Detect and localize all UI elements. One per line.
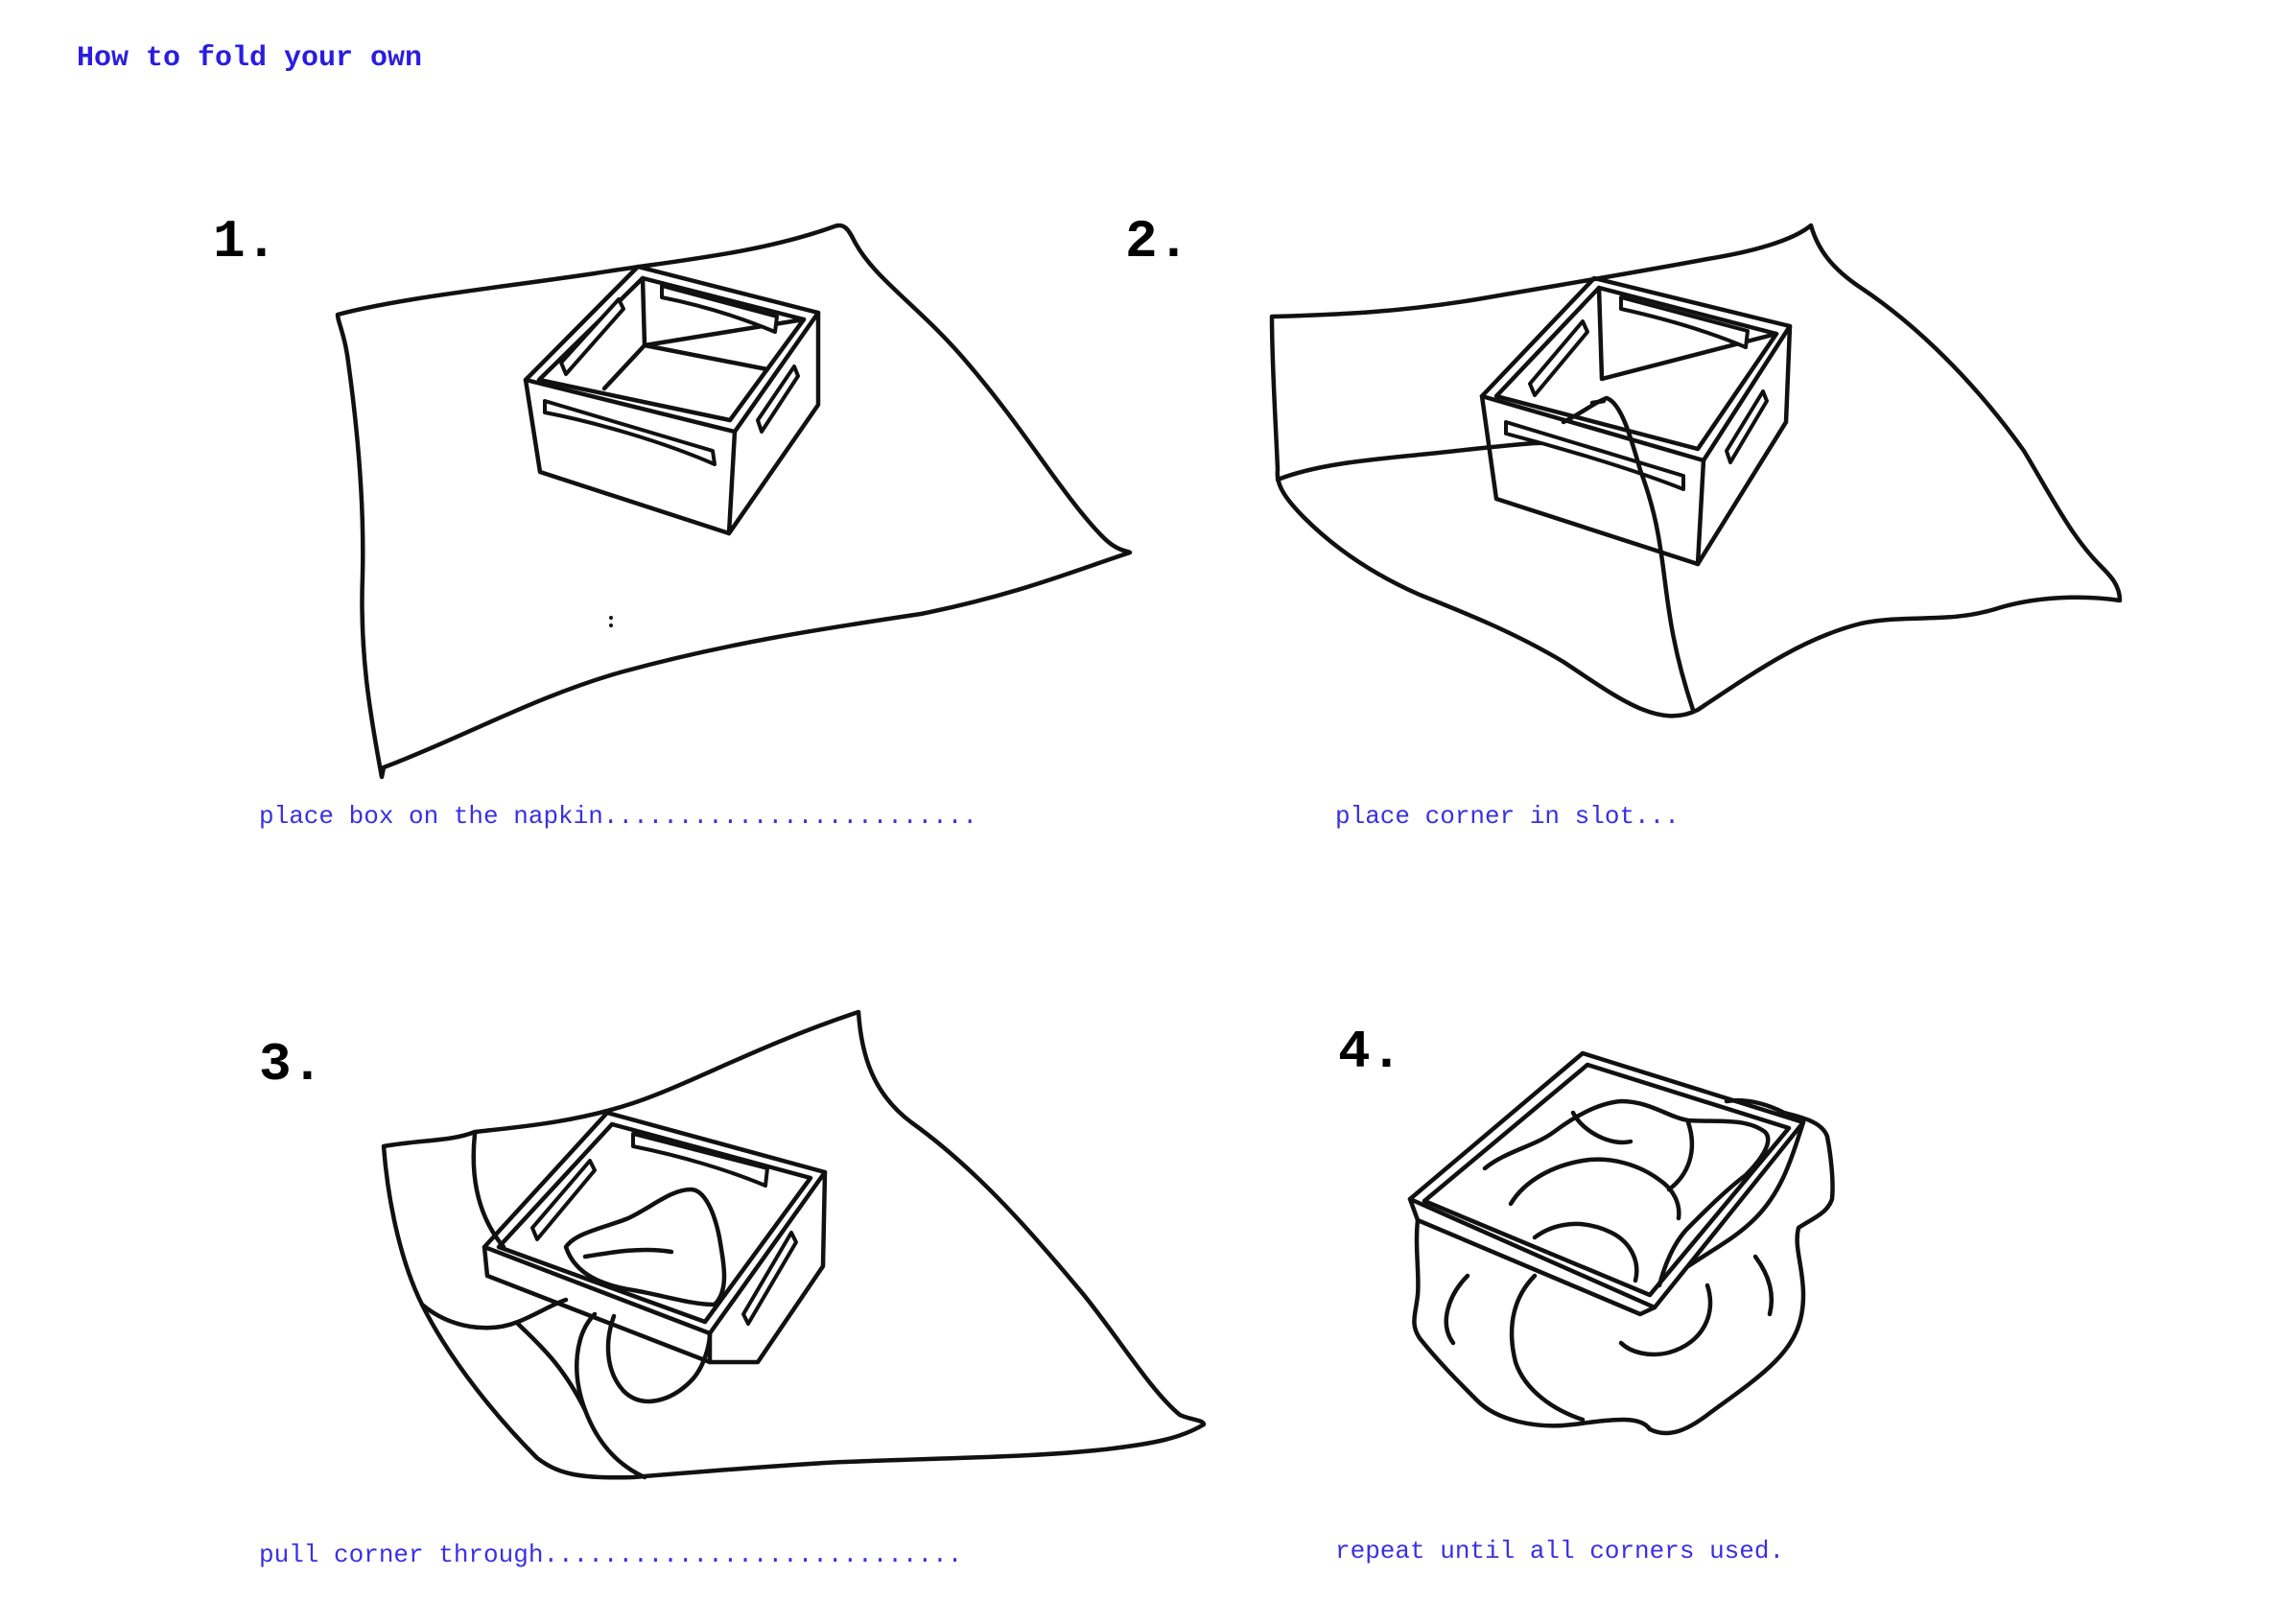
step-2-illustration: [1272, 225, 2120, 716]
step-1-illustration: [338, 225, 1130, 777]
step-1-box: [526, 267, 818, 533]
step-4-illustration: [1410, 1053, 1833, 1433]
step-2-box: [1482, 278, 1790, 710]
step-2-napkin: [1272, 225, 2120, 716]
step-4-box: [1410, 1053, 1833, 1433]
step-3-illustration: [384, 1012, 1204, 1477]
step-3-box: [484, 1113, 825, 1477]
